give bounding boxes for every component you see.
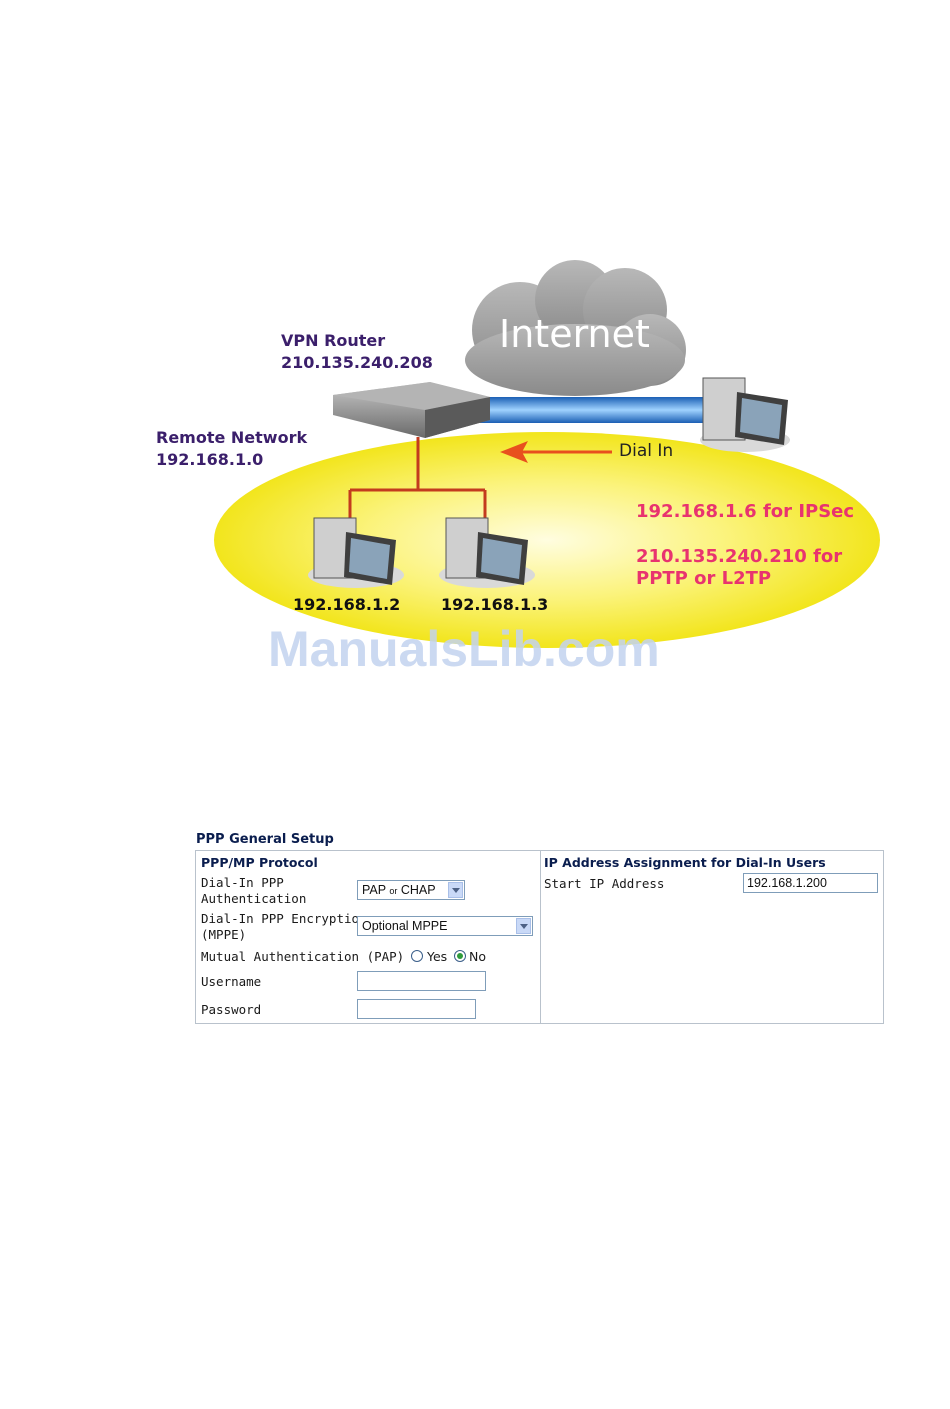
username-field[interactable] bbox=[357, 971, 486, 991]
remote-network-ip: 192.168.1.0 bbox=[156, 450, 263, 469]
mutual-auth-yes-label[interactable]: Yes bbox=[427, 949, 447, 964]
start-ip-label: Start IP Address bbox=[544, 876, 664, 891]
host-a-ip: 192.168.1.2 bbox=[293, 595, 400, 614]
chevron-down-icon[interactable] bbox=[516, 918, 531, 934]
ip-assignment-section: IP Address Assignment for Dial-In Users … bbox=[541, 851, 883, 1023]
watermark: ManualsLib.com bbox=[268, 620, 660, 678]
pptp-note-line2: PPTP or L2TP bbox=[636, 568, 771, 589]
dial-in-auth-label-line2: Authentication bbox=[201, 891, 306, 906]
password-label: Password bbox=[201, 1002, 261, 1017]
network-diagram: Internet VPN Router 210.135.240.208 Remo… bbox=[0, 0, 950, 700]
start-ip-field[interactable]: 192.168.1.200 bbox=[743, 873, 878, 893]
dial-in-enc-value: Optional MPPE bbox=[362, 919, 447, 933]
ppp-mp-protocol-section: PPP/MP Protocol Dial-In PPP Authenticati… bbox=[196, 851, 541, 1023]
vpn-tunnel bbox=[470, 397, 708, 423]
dial-in-label: Dial In bbox=[619, 441, 673, 461]
vpn-router-device bbox=[333, 382, 490, 438]
ip-assignment-heading: IP Address Assignment for Dial-In Users bbox=[544, 855, 826, 870]
mutual-auth-no-radio[interactable] bbox=[454, 950, 466, 962]
remote-network-name: Remote Network bbox=[156, 428, 307, 447]
start-ip-value: 192.168.1.200 bbox=[747, 876, 827, 890]
pptp-note-line1: 210.135.240.210 for bbox=[636, 546, 842, 567]
dial-in-enc-label-line1: Dial-In PPP Encryption bbox=[201, 911, 367, 926]
ipsec-note: 192.168.1.6 for IPSec bbox=[636, 501, 854, 522]
host-b-ip: 192.168.1.3 bbox=[441, 595, 548, 614]
mutual-auth-no-label[interactable]: No bbox=[469, 949, 486, 964]
password-field[interactable] bbox=[357, 999, 476, 1019]
dial-in-auth-label-line1: Dial-In PPP bbox=[201, 875, 284, 890]
ppp-mp-protocol-heading: PPP/MP Protocol bbox=[201, 855, 318, 870]
remote-dialin-pc bbox=[700, 378, 790, 452]
internet-label: Internet bbox=[499, 312, 650, 356]
dial-in-auth-select[interactable]: PAP or CHAP bbox=[357, 880, 465, 900]
mutual-auth-yes-radio[interactable] bbox=[411, 950, 423, 962]
ppp-general-setup-title: PPP General Setup bbox=[196, 832, 334, 847]
dial-in-enc-label-line2: (MPPE) bbox=[201, 927, 246, 942]
vpn-router-name: VPN Router bbox=[281, 331, 385, 350]
dial-in-enc-select[interactable]: Optional MPPE bbox=[357, 916, 533, 936]
vpn-router-ip: 210.135.240.208 bbox=[281, 353, 433, 372]
mutual-auth-label: Mutual Authentication (PAP) bbox=[201, 949, 404, 964]
dial-in-auth-value: PAP or CHAP bbox=[362, 883, 436, 897]
chevron-down-icon[interactable] bbox=[448, 882, 463, 898]
ppp-general-setup-panel: PPP/MP Protocol Dial-In PPP Authenticati… bbox=[195, 850, 884, 1024]
username-label: Username bbox=[201, 974, 261, 989]
